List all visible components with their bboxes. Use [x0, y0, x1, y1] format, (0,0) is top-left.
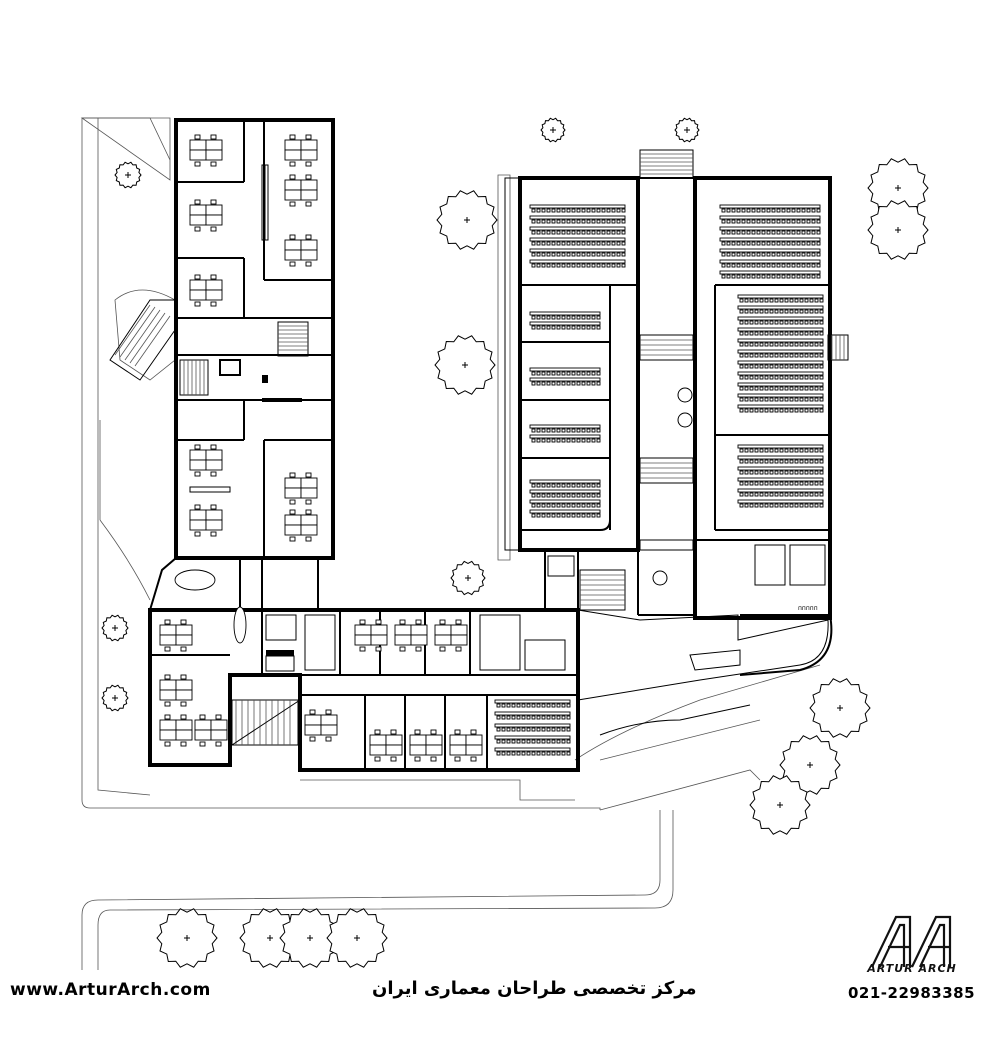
desk-cluster: [189, 199, 223, 232]
desk-cluster: [304, 709, 338, 742]
seat-row: [494, 735, 571, 744]
tree: [540, 117, 566, 143]
site-trees: [101, 117, 929, 968]
seat-row: [529, 499, 601, 508]
desk-cluster: [284, 174, 318, 207]
seat-row: [529, 259, 626, 268]
desk-cluster: [159, 619, 193, 652]
seat-row: [719, 248, 821, 257]
desk-cluster: [159, 714, 193, 747]
seat-row: [737, 477, 824, 486]
seat-row: [719, 237, 821, 246]
tree: [239, 908, 301, 968]
seat-row: [737, 371, 824, 380]
desk-cluster: [409, 729, 443, 762]
tree: [101, 684, 129, 712]
west-office-wing: [109, 118, 335, 560]
tree: [156, 908, 218, 968]
seat-row: [719, 215, 821, 224]
seat-row: [737, 393, 824, 402]
phone-number: 021-22983385: [848, 984, 976, 1002]
seat-row: [719, 270, 821, 279]
desk-cluster: [159, 674, 193, 707]
website-url[interactable]: www.ArturArch.com: [10, 980, 211, 1000]
west-wing-desks: [189, 134, 318, 542]
room-label-1: ппппп: [798, 605, 818, 612]
seat-row: [529, 321, 601, 330]
desk-cluster: [284, 134, 318, 167]
south-wing-desks: [159, 619, 483, 762]
desk-cluster: [369, 729, 403, 762]
logo-wordmark: ARTUR ARCH: [867, 962, 957, 975]
seat-row: [737, 294, 824, 303]
seat-row: [529, 434, 601, 443]
seat-row: [494, 711, 571, 720]
seat-row: [529, 424, 601, 433]
seat-row: [737, 444, 824, 453]
seat-row: [529, 479, 601, 488]
desk-cluster: [449, 729, 483, 762]
seat-row: [737, 349, 824, 358]
south-wing: [148, 557, 833, 772]
east-lecture-building: [504, 149, 849, 620]
tree: [674, 117, 700, 143]
seat-row: [737, 338, 824, 347]
seat-row: [737, 488, 824, 497]
seat-row: [719, 204, 821, 213]
desk-cluster: [354, 619, 388, 652]
seat-row: [737, 455, 824, 464]
seat-row: [737, 382, 824, 391]
seat-row: [737, 327, 824, 336]
seat-row: [494, 747, 571, 756]
seat-row: [737, 404, 824, 413]
seat-row: [719, 259, 821, 268]
seat-row: [737, 360, 824, 369]
seat-row: [719, 226, 821, 235]
seat-row: [529, 248, 626, 257]
seat-row: [529, 215, 626, 224]
tree: [436, 190, 498, 250]
seat-row: [529, 311, 601, 320]
company-tagline: مرکز تخصصی طراحان معماری ایران: [372, 978, 697, 999]
seat-row: [529, 367, 601, 376]
desk-cluster: [189, 444, 223, 477]
desk-cluster: [189, 274, 223, 307]
artur-arch-logo: [871, 915, 952, 968]
tree: [114, 161, 142, 189]
tree: [779, 735, 841, 795]
seat-row: [494, 699, 571, 708]
seat-row: [737, 466, 824, 475]
desk-cluster: [194, 714, 228, 747]
seat-row: [529, 509, 601, 518]
seat-row: [737, 499, 824, 508]
tree: [867, 200, 929, 260]
tree: [279, 908, 341, 968]
seat-row: [737, 305, 824, 314]
tree: [450, 560, 486, 596]
desk-cluster: [284, 509, 318, 542]
tree: [809, 678, 871, 738]
tree: [749, 775, 811, 835]
desk-cluster: [189, 504, 223, 537]
desk-cluster: [434, 619, 468, 652]
seat-row: [737, 316, 824, 325]
tree: [434, 335, 496, 395]
seat-row: [529, 377, 601, 386]
tree: [326, 908, 388, 968]
desk-cluster: [284, 234, 318, 267]
seat-row: [494, 723, 571, 732]
site-paths: [80, 117, 821, 970]
seat-row: [529, 489, 601, 498]
lecture-seating: [494, 204, 824, 756]
desk-cluster: [284, 472, 318, 505]
desk-cluster: [394, 619, 428, 652]
desk-cluster: [189, 134, 223, 167]
seat-row: [529, 204, 626, 213]
seat-row: [529, 226, 626, 235]
tree: [101, 614, 129, 642]
seat-row: [529, 237, 626, 246]
